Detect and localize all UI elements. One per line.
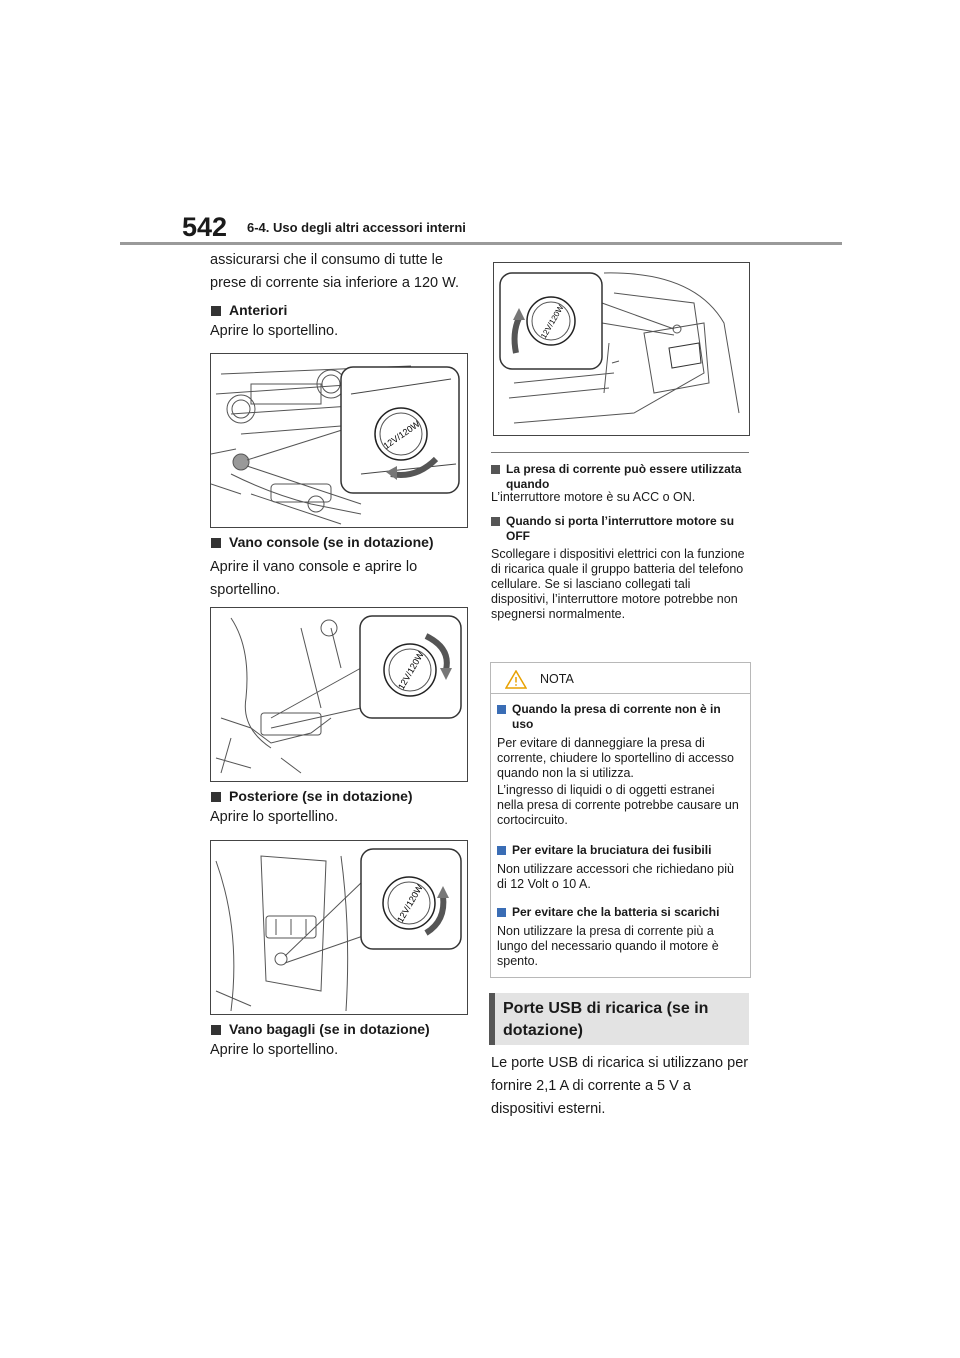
- section-title: 6-4. Uso degli altri accessori interni: [247, 220, 466, 235]
- nota-text-2: Non utilizzare accessori che richiedano …: [497, 862, 734, 891]
- rear-text: Aprire lo sportellino.: [210, 809, 339, 825]
- heading-console-label: Vano console (se in dotazione): [229, 534, 434, 550]
- heading-rear: Posteriore (se in dotazione): [211, 788, 413, 804]
- warning-triangle-icon: [505, 670, 527, 689]
- nota-text-1a: Per evitare di danneggiare la presa di c…: [497, 736, 734, 780]
- figure-console-socket: 12V/120W: [210, 607, 468, 782]
- heading-front-label: Anteriori: [229, 302, 288, 318]
- nota-heading-2: Per evitare la bruciatura dei fusibili: [497, 843, 741, 858]
- usb-section-title: Porte USB di ricarica (se in dotazione): [489, 993, 749, 1045]
- heading-console: Vano console (se in dotazione): [211, 534, 434, 550]
- nota-label: NOTA: [540, 672, 574, 686]
- heading-rear-label: Posteriore (se in dotazione): [229, 788, 413, 804]
- nota-header: NOTA: [491, 663, 750, 694]
- bullet-square: [491, 517, 500, 526]
- title-accent-bar: [489, 993, 495, 1045]
- bullet-square: [491, 465, 500, 474]
- heading-luggage: Vano bagagli (se in dotazione): [211, 1021, 430, 1037]
- page-number: 542: [182, 212, 228, 242]
- figure-luggage-socket: 12V/120W: [493, 262, 750, 436]
- bullet-square: [497, 846, 506, 855]
- heading-front: Anteriori: [211, 302, 287, 318]
- nota-heading-1: Quando la presa di corrente non è in uso: [497, 702, 741, 732]
- figure-rear-socket: 12V/120W: [210, 840, 468, 1015]
- heading-usable: La presa di corrente può essere utilizza…: [491, 462, 749, 492]
- nota-heading-2-label: Per evitare la bruciatura dei fusibili: [512, 843, 712, 857]
- heading-luggage-label: Vano bagagli (se in dotazione): [229, 1021, 430, 1037]
- figure-front-socket: 12V/120W: [210, 353, 468, 528]
- bullet-square: [211, 1025, 221, 1035]
- nota-heading-3: Per evitare che la batteria si scarichi: [497, 905, 741, 920]
- nota-heading-3-label: Per evitare che la batteria si scarichi: [512, 905, 720, 919]
- heading-usable-label: La presa di corrente può essere utilizza…: [506, 462, 742, 491]
- bullet-square: [497, 908, 506, 917]
- nota-text-1b: L’ingresso di liquidi o di oggetti estra…: [497, 783, 739, 827]
- off-text: Scollegare i dispositivi elettrici con l…: [491, 547, 745, 621]
- usb-text: Le porte USB di ricarica si utilizzano p…: [491, 1055, 749, 1117]
- usable-text: L’interruttore motore è su ACC o ON.: [491, 490, 696, 504]
- bullet-square: [211, 306, 221, 316]
- bullet-square: [497, 705, 506, 714]
- rotate-arrow-icon: [511, 316, 522, 354]
- intro-text: assicurarsi che il consumo di tutte le p…: [210, 252, 460, 291]
- bullet-square: [211, 538, 221, 548]
- usb-section-title-text: Porte USB di ricarica (se in dotazione): [503, 1000, 709, 1039]
- header-rule: [120, 242, 842, 245]
- rotate-arrow-icon: [424, 895, 447, 936]
- bullet-square: [211, 792, 221, 802]
- front-text: Aprire lo sportellino.: [210, 323, 339, 339]
- heading-off: Quando si porta l’interruttore motore su…: [491, 514, 749, 544]
- divider: [491, 452, 749, 453]
- luggage-text: Aprire lo sportellino.: [210, 1042, 339, 1058]
- heading-off-label: Quando si porta l’interruttore motore su…: [506, 514, 735, 543]
- nota-heading-1-label: Quando la presa di corrente non è in uso: [512, 702, 721, 731]
- console-text: Aprire il vano console e aprire lo sport…: [210, 559, 418, 598]
- rotate-arrow-icon: [424, 633, 450, 671]
- nota-box: NOTA Quando la presa di corrente non è i…: [490, 662, 751, 978]
- nota-text-3: Non utilizzare la presa di corrente più …: [497, 924, 719, 968]
